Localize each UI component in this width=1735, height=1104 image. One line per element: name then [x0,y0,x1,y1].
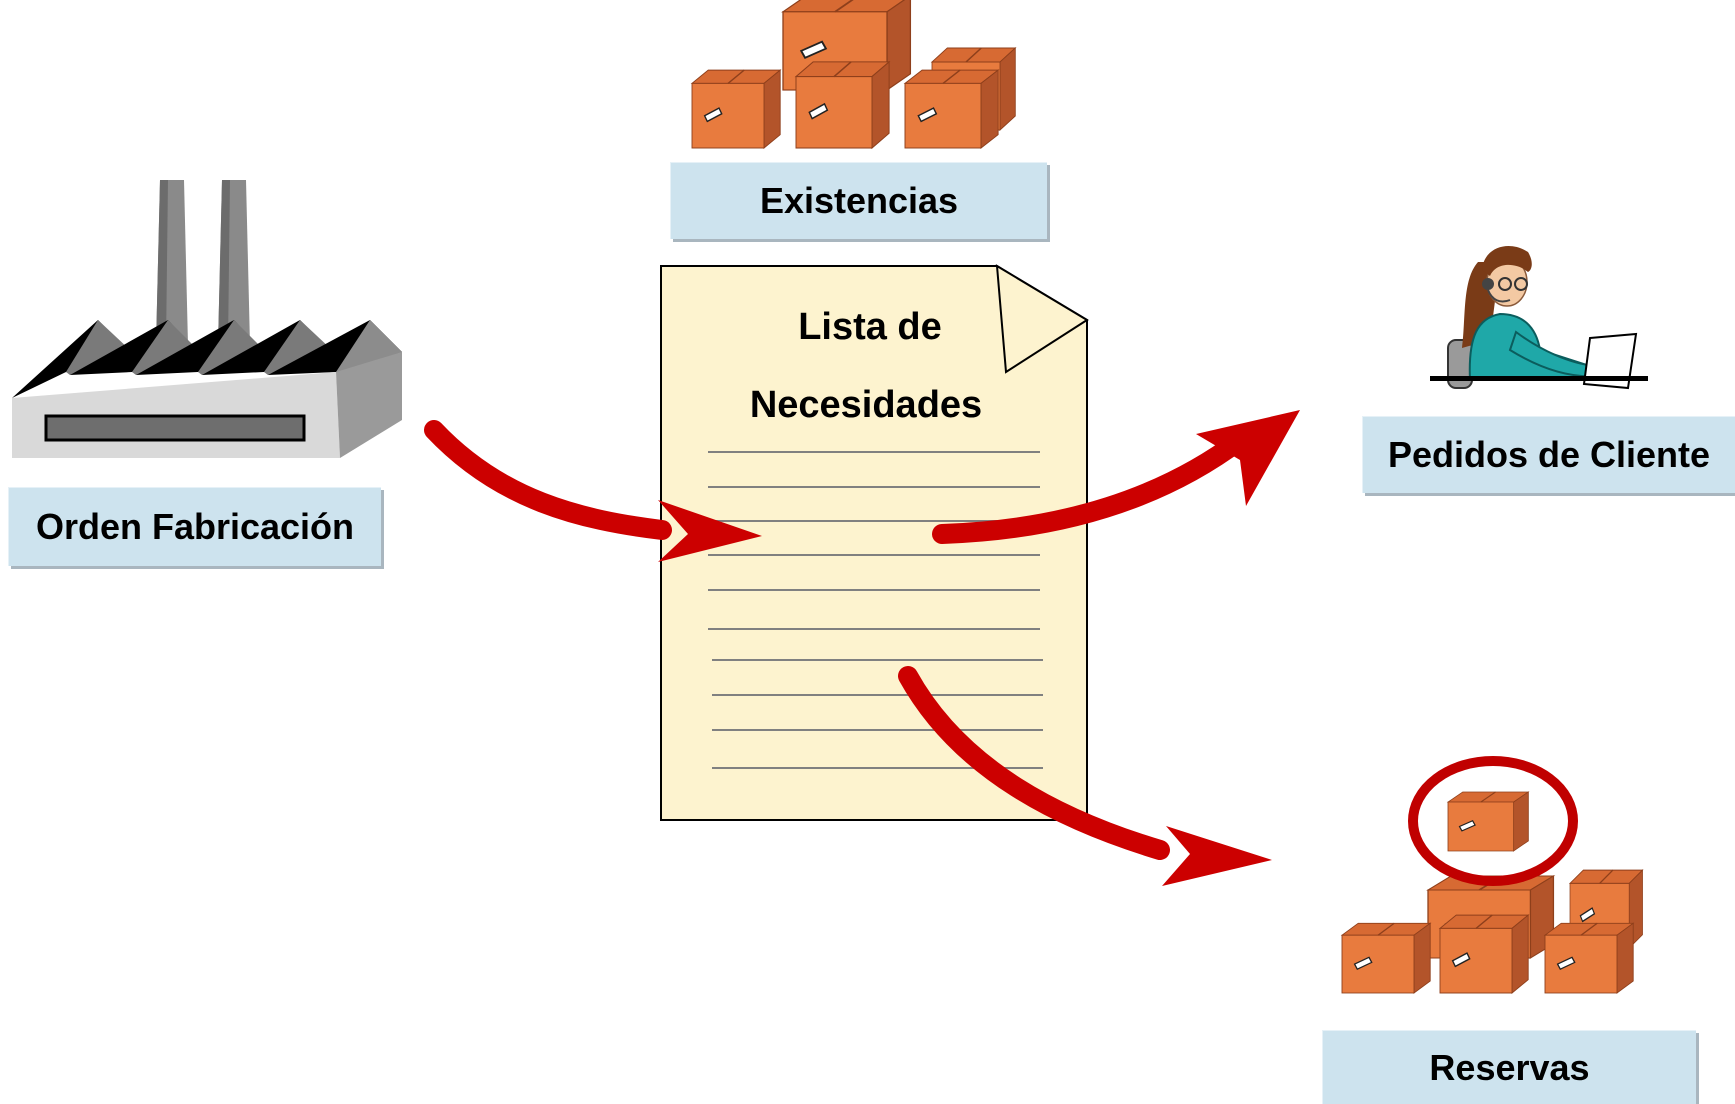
customer-service-agent-icon [1430,246,1648,390]
arrow-order-to-list-head [658,500,762,562]
arrow-list-to-reservations-head [1162,826,1272,886]
customer-orders-label: Pedidos de Cliente [1362,416,1735,493]
reserved-boxes-icon [1341,756,1644,994]
production-order-label-text: Orden Fabricación [35,506,355,547]
stock-label: Existencias [670,162,1047,239]
boxes-stack-icon [691,0,1017,149]
factory-icon [12,180,402,458]
arrow-list-to-customer [932,430,1250,544]
reservation-highlight-ring [1408,756,1578,886]
requirements-list-title-line1: Lista de [798,306,942,348]
customer-orders-label-text: Pedidos de Cliente [1387,434,1711,475]
arrow-list-to-reservations [898,666,1170,860]
arrow-order-to-list [424,420,672,540]
requirements-list-title-line2: Necesidades [749,384,983,426]
reservations-label: Reservas [1322,1030,1696,1104]
stock-label-text: Existencias [759,180,959,221]
flow-arrows [424,410,1300,886]
reservations-label-text: Reservas [1429,1046,1590,1088]
production-order-label: Orden Fabricación [8,487,381,566]
arrow-list-to-customer-head [1196,410,1300,506]
